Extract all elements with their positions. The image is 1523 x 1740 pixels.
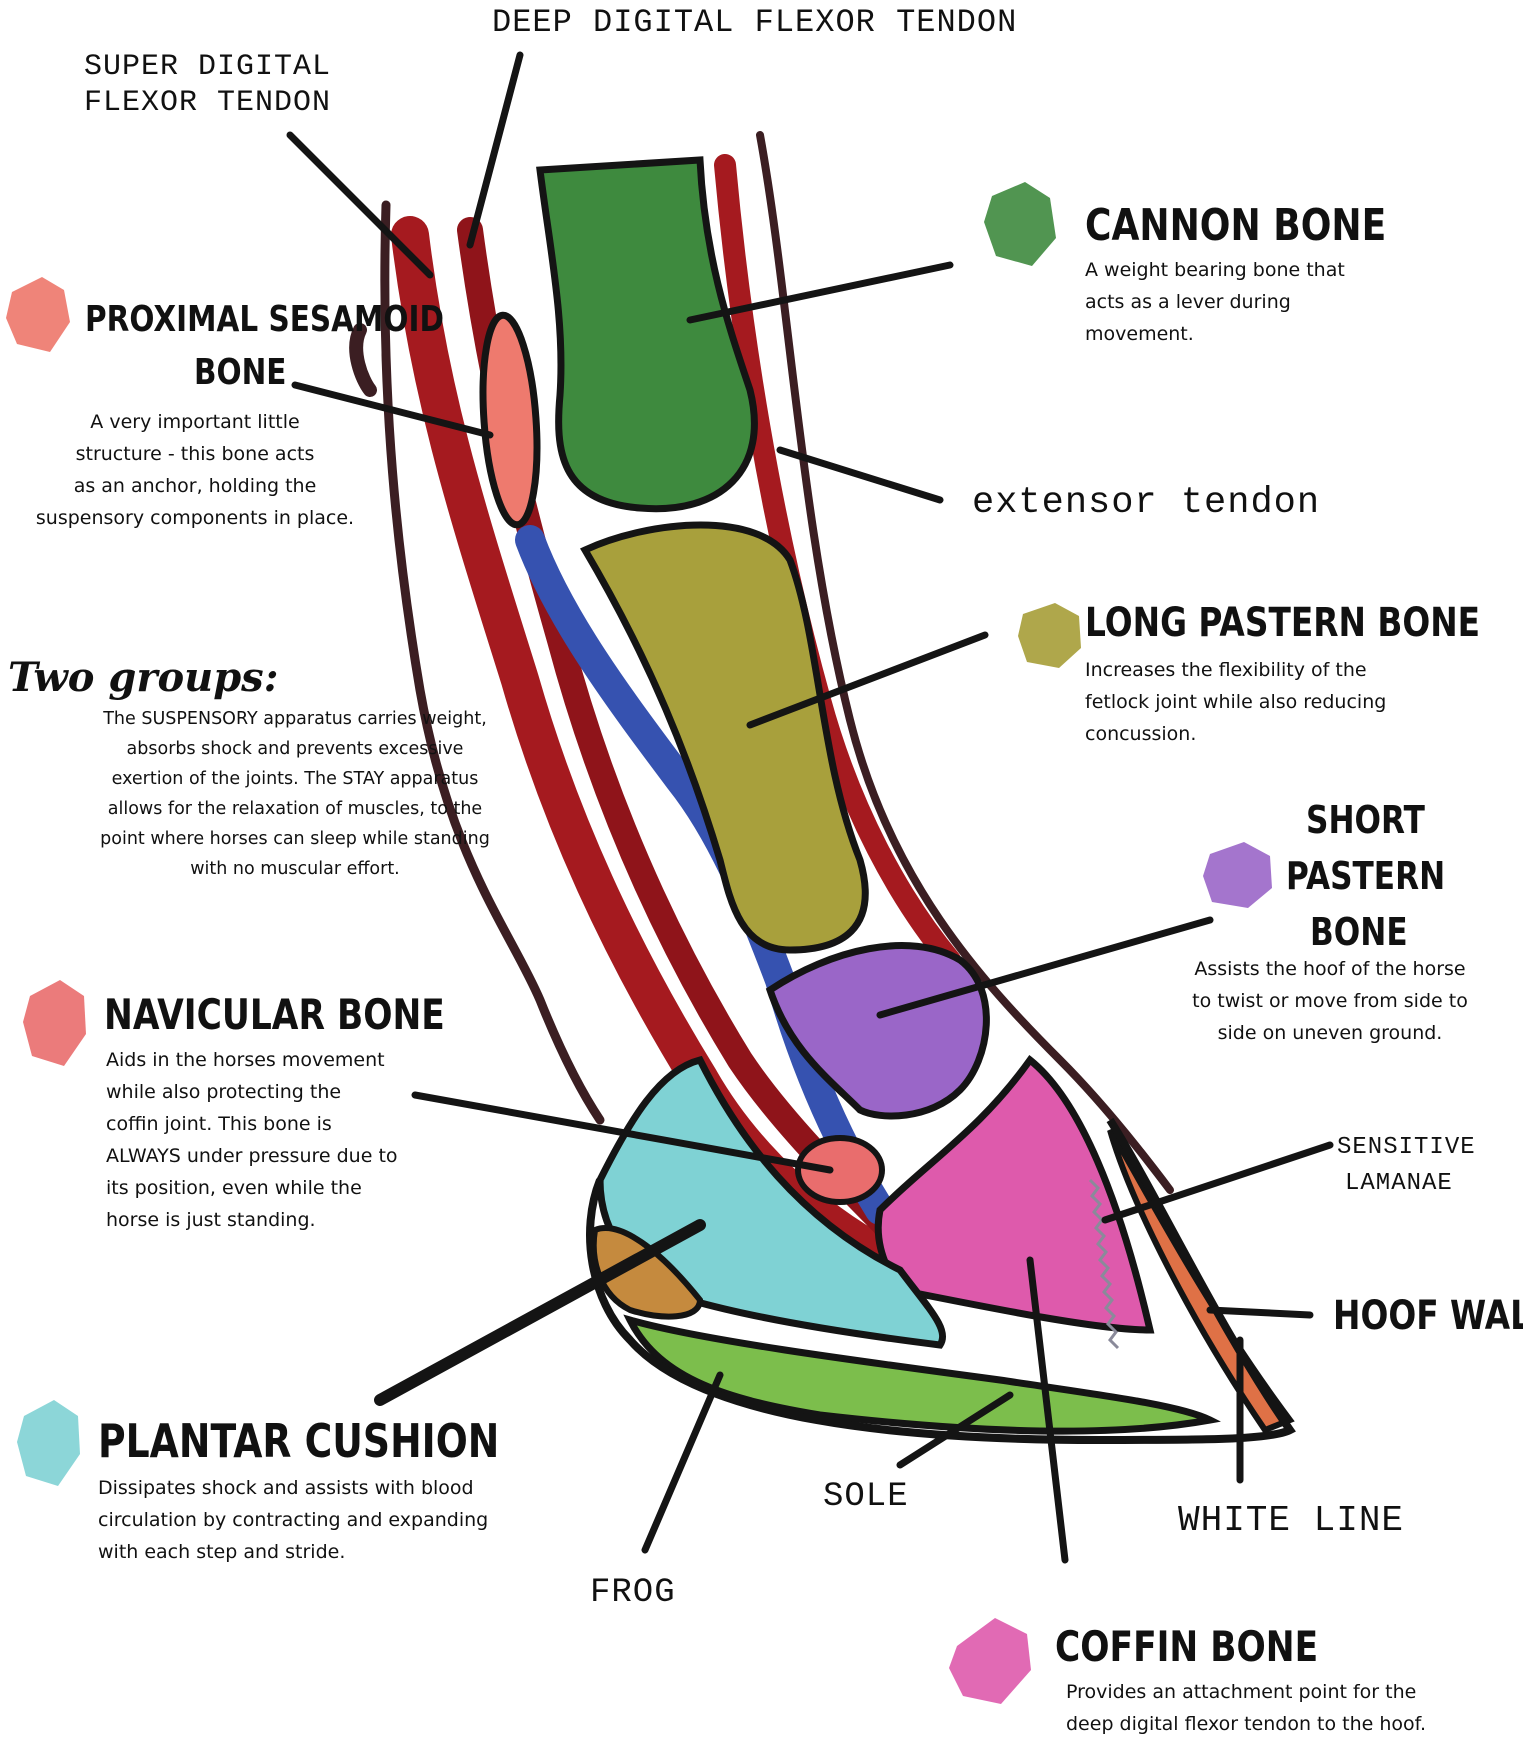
label-sole: SOLE: [823, 1478, 909, 1516]
label-sdft-line2: FLEXOR TENDON: [84, 86, 331, 120]
swatch-cannon: [980, 178, 1060, 270]
title-coffin: COFFIN BONE: [1055, 1622, 1318, 1671]
title-long-pastern: LONG PASTERN BONE: [1085, 600, 1480, 646]
swatch-coffin: [945, 1612, 1035, 1708]
title-sesamoid-line2: BONE: [194, 352, 286, 393]
swatch-long-pastern: [1015, 600, 1085, 672]
title-short-pastern-line3: BONE: [1310, 910, 1408, 954]
label-ddft: DEEP DIGITAL FLEXOR TENDON: [492, 4, 1017, 41]
title-short-pastern-line2: PASTERN: [1286, 854, 1445, 898]
label-frog: FROG: [590, 1574, 676, 1612]
groups-title: Two groups:: [8, 654, 278, 701]
desc-short-pastern: Assists the hoof of the horse to twist o…: [1180, 953, 1480, 1049]
label-sdft-line1: SUPER DIGITAL: [84, 50, 331, 84]
title-navicular: NAVICULAR BONE: [104, 990, 445, 1039]
title-sesamoid-line1: PROXIMAL SESAMOID: [85, 299, 444, 340]
swatch-plantar: [14, 1396, 84, 1490]
sesamoid-shape: [477, 313, 544, 526]
title-plantar: PLANTAR CUSHION: [98, 1414, 499, 1468]
title-hoof-wall: HOOF WALL: [1333, 1293, 1523, 1339]
label-sensitive-line2: LAMANAE: [1345, 1170, 1453, 1197]
desc-navicular: Aids in the horses movement while also p…: [106, 1044, 398, 1236]
desc-long-pastern: Increases the flexibility of the fetlock…: [1085, 654, 1386, 750]
desc-cannon: A weight bearing bone that acts as a lev…: [1085, 254, 1345, 350]
label-extensor: extensor tendon: [972, 482, 1320, 524]
swatch-short-pastern: [1200, 838, 1276, 912]
desc-groups: The SUSPENSORY apparatus carries weight,…: [90, 704, 500, 884]
desc-coffin: Provides an attachment point for the dee…: [1066, 1676, 1426, 1740]
label-white-line: WHITE LINE: [1178, 1500, 1404, 1541]
title-cannon: CANNON BONE: [1085, 200, 1386, 251]
swatch-navicular: [20, 976, 90, 1070]
desc-sesamoid: A very important little structure - this…: [20, 406, 370, 534]
swatch-sesamoid: [2, 272, 74, 358]
title-short-pastern-line1: SHORT: [1306, 798, 1425, 842]
label-sensitive-line1: SENSITIVE: [1337, 1134, 1476, 1161]
desc-plantar: Dissipates shock and assists with blood …: [98, 1472, 488, 1568]
